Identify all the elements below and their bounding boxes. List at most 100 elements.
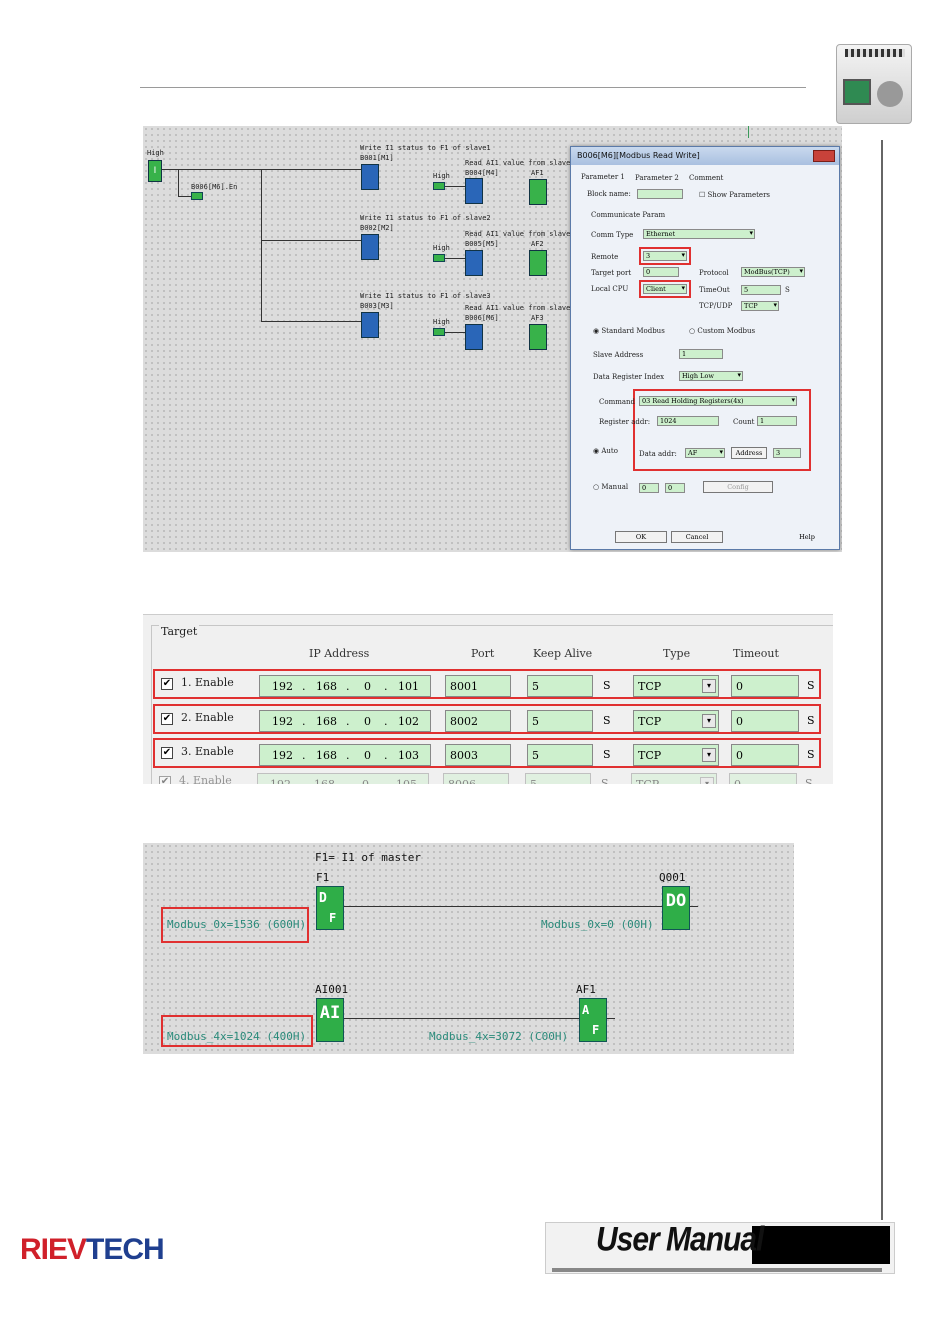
af1-block[interactable]: A F bbox=[579, 998, 607, 1042]
rievtech-logo: RIEVTECH bbox=[20, 1225, 200, 1281]
chevron-down-icon[interactable]: ▾ bbox=[702, 748, 716, 762]
timeout-input[interactable]: 5 bbox=[741, 285, 781, 295]
show-params-label: Show Parameters bbox=[707, 191, 771, 199]
keep-alive-input[interactable]: 5 bbox=[527, 744, 593, 766]
tcpudp-select[interactable]: TCP bbox=[741, 301, 779, 311]
ip-address-input[interactable]: 192.168.0.101 bbox=[259, 675, 431, 697]
type-select[interactable]: TCP▾ bbox=[633, 675, 719, 697]
row1-read-block[interactable] bbox=[465, 178, 483, 204]
tab-comment[interactable]: Comment bbox=[689, 174, 724, 182]
type-select[interactable]: TCP▾ bbox=[633, 710, 719, 732]
ai001-block[interactable]: AI bbox=[316, 998, 344, 1042]
timeout-input[interactable]: 0 bbox=[731, 710, 799, 732]
close-button[interactable] bbox=[813, 150, 835, 162]
ip-octet-1: 192 bbox=[272, 680, 293, 693]
row3-af-block[interactable] bbox=[529, 324, 547, 350]
keep-alive-unit: S bbox=[601, 777, 609, 784]
keep-alive-input[interactable]: 5 bbox=[527, 675, 593, 697]
standard-modbus-radio[interactable]: ◉ Standard Modbus bbox=[593, 327, 665, 335]
count-input[interactable]: 1 bbox=[757, 416, 797, 426]
keep-alive-input[interactable]: 5 bbox=[527, 710, 593, 732]
auto-radio[interactable]: ◉ Auto bbox=[593, 447, 618, 455]
address-button[interactable]: Address bbox=[731, 447, 767, 459]
register-addr-input[interactable]: 1024 bbox=[657, 416, 719, 426]
register-addr-label: Register addr: bbox=[599, 418, 651, 426]
data-addr-select[interactable]: AF bbox=[685, 448, 725, 458]
manual-radio[interactable]: ○ Manual bbox=[593, 483, 629, 491]
row1-write-block-label: B001[M1] bbox=[360, 154, 394, 162]
row1-af-block[interactable] bbox=[529, 179, 547, 205]
f1-block[interactable]: D F bbox=[316, 886, 344, 930]
help-button[interactable]: Help bbox=[799, 533, 815, 541]
chevron-down-icon[interactable]: ▾ bbox=[700, 777, 714, 784]
target-port-label: Target port bbox=[591, 269, 632, 277]
cancel-button[interactable]: Cancel bbox=[671, 531, 723, 543]
ip-dot: . bbox=[302, 715, 306, 728]
type-value: TCP bbox=[638, 749, 662, 762]
timeout-input[interactable]: 0 bbox=[731, 675, 799, 697]
port-input[interactable]: 8003 bbox=[445, 744, 511, 766]
port-input[interactable]: 8001 bbox=[445, 675, 511, 697]
row2-write-block[interactable] bbox=[361, 234, 379, 260]
timeout-input[interactable]: 0 bbox=[729, 773, 797, 784]
ip-octet-3: 0 bbox=[364, 680, 371, 693]
block-name-input[interactable] bbox=[637, 189, 683, 199]
logo-riev: RIEV bbox=[20, 1233, 87, 1266]
row1-write-block[interactable] bbox=[361, 164, 379, 190]
row2-read-block[interactable] bbox=[465, 250, 483, 276]
target-port-input[interactable]: 0 bbox=[643, 267, 679, 277]
enable-checkbox[interactable]: ✔ bbox=[161, 678, 173, 690]
chevron-down-icon[interactable]: ▾ bbox=[702, 679, 716, 693]
timeout-unit: S bbox=[807, 714, 815, 727]
row3-write-block[interactable] bbox=[361, 312, 379, 338]
address-value[interactable]: 3 bbox=[773, 448, 801, 458]
manual-input-1[interactable]: 0 bbox=[639, 483, 659, 493]
local-cpu-select[interactable]: Client bbox=[643, 284, 687, 294]
ip-address-input[interactable]: 192.168.0.105 bbox=[257, 773, 429, 784]
remote-select[interactable]: 3 bbox=[643, 251, 687, 261]
input-block[interactable]: I bbox=[148, 160, 162, 182]
ip-octet-2: 168 bbox=[316, 680, 337, 693]
keep-alive-unit: S bbox=[603, 679, 611, 692]
type-value: TCP bbox=[636, 778, 659, 784]
standard-modbus-label: Standard Modbus bbox=[601, 327, 665, 335]
tab-parameter-2[interactable]: Parameter 2 bbox=[635, 174, 679, 182]
ip-dot: . bbox=[384, 715, 388, 728]
config-button[interactable]: Config bbox=[703, 481, 773, 493]
ip-address-input[interactable]: 192.168.0.103 bbox=[259, 744, 431, 766]
manual-input-2[interactable]: 0 bbox=[665, 483, 685, 493]
q001-block[interactable]: DO bbox=[662, 886, 690, 930]
tab-parameter-1[interactable]: Parameter 1 bbox=[581, 173, 625, 181]
custom-modbus-radio[interactable]: ○ Custom Modbus bbox=[689, 327, 756, 335]
data-reg-index-select[interactable]: High Low bbox=[679, 371, 743, 381]
command-select[interactable]: 03 Read Holding Registers(4x) bbox=[639, 396, 797, 406]
row3-read-block-label: B006[M6] bbox=[465, 314, 499, 322]
chevron-down-icon[interactable]: ▾ bbox=[702, 714, 716, 728]
enable-label: 2. Enable bbox=[181, 711, 234, 724]
type-select[interactable]: TCP ▾ bbox=[633, 744, 719, 766]
row3-read-block[interactable] bbox=[465, 324, 483, 350]
show-params-checkbox[interactable]: ☐ Show Parameters bbox=[699, 191, 771, 199]
ok-button[interactable]: OK bbox=[615, 531, 667, 543]
timeout-unit: S bbox=[807, 748, 815, 761]
row1-af-label: AF1 bbox=[531, 169, 544, 177]
port-input[interactable]: 8006 bbox=[443, 773, 509, 784]
row2-af-block[interactable] bbox=[529, 250, 547, 276]
custom-modbus-label: Custom Modbus bbox=[697, 327, 756, 335]
comm-type-select[interactable]: Ethernet bbox=[643, 229, 755, 239]
enable-checkbox[interactable]: ✔ bbox=[159, 776, 171, 784]
keep-alive-input[interactable]: 5 bbox=[525, 773, 591, 784]
slave-address-input[interactable]: 1 bbox=[679, 349, 723, 359]
row3-af-label: AF3 bbox=[531, 314, 544, 322]
row2-high-contact bbox=[433, 254, 445, 262]
port-input[interactable]: 8002 bbox=[445, 710, 511, 732]
ip-address-input[interactable]: 192.168.0.102 bbox=[259, 710, 431, 732]
ip-dot: . bbox=[384, 680, 388, 693]
type-select[interactable]: TCP ▾ bbox=[631, 773, 717, 784]
timeout-input[interactable]: 0 bbox=[731, 744, 799, 766]
enable-checkbox[interactable]: ✔ bbox=[161, 713, 173, 725]
protocol-select[interactable]: ModBus(TCP) bbox=[741, 267, 805, 277]
enable-checkbox[interactable]: ✔ bbox=[161, 747, 173, 759]
